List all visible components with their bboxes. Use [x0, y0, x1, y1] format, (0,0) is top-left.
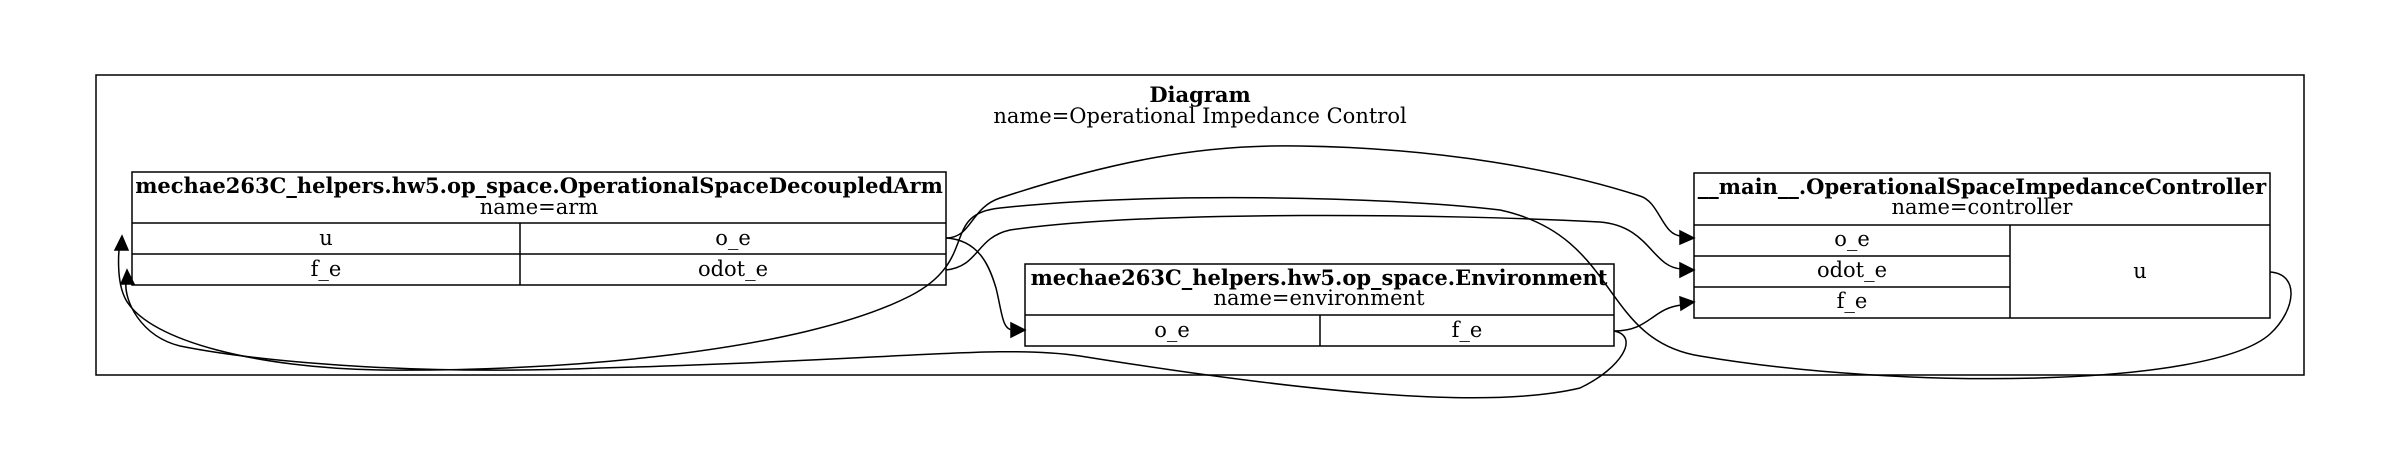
- controller-port-odot_e[interactable]: odot_e: [1817, 258, 1887, 282]
- edge-arm-o_e-to-controller-o_e: [945, 145, 1683, 239]
- edge-arm-o_e-to-environment-o_e: [945, 237, 1014, 331]
- environment-port-o_e[interactable]: o_e: [1154, 318, 1190, 342]
- edge-environment-f_e-to-arm-f_e: [125, 281, 1627, 399]
- arm-block[interactable]: mechae263C_helpers.hw5.op_space.Operatio…: [131, 171, 947, 286]
- controller-class-name: __main__.OperationalSpaceImpedanceContro…: [1698, 174, 2267, 199]
- controller-block[interactable]: __main__.OperationalSpaceImpedanceContro…: [1693, 172, 2271, 319]
- arrowhead-controller-f_e: [1679, 295, 1696, 312]
- arm-port-u[interactable]: u: [319, 226, 333, 250]
- environment-port-f_e[interactable]: f_e: [1452, 318, 1483, 342]
- arrowhead-environment-o_e: [1010, 321, 1027, 339]
- environment-block[interactable]: mechae263C_helpers.hw5.op_space.Environm…: [1024, 263, 1615, 347]
- arm-port-o_e[interactable]: o_e: [715, 226, 751, 250]
- diagram-cluster: [95, 74, 2305, 376]
- environment-name: name=environment: [1213, 286, 1425, 310]
- edge-controller-u-to-arm-u: [117, 196, 2292, 380]
- controller-port-o_e[interactable]: o_e: [1834, 227, 1870, 251]
- arrowhead-arm-f_e: [119, 268, 136, 285]
- diagram-subtitle: name=Operational Impedance Control: [993, 104, 1407, 128]
- edge-environment-f_e-to-controller-f_e: [1613, 304, 1683, 332]
- arm-name: name=arm: [480, 195, 599, 219]
- arrowhead-controller-odot_e: [1679, 261, 1696, 279]
- arm-class-name: mechae263C_helpers.hw5.op_space.Operatio…: [135, 173, 943, 198]
- arm-port-f_e[interactable]: f_e: [311, 257, 342, 281]
- controller-port-f_e[interactable]: f_e: [1837, 289, 1868, 313]
- arm-port-odot_e[interactable]: odot_e: [698, 257, 768, 281]
- environment-class-name: mechae263C_helpers.hw5.op_space.Environm…: [1031, 265, 1608, 290]
- controller-name: name=controller: [1892, 195, 2074, 219]
- edge-arm-odot_e-to-controller-odot_e: [945, 214, 1683, 271]
- diagram-title: Diagram: [1149, 82, 1250, 107]
- arrowhead-controller-o_e: [1679, 229, 1696, 246]
- arrowhead-arm-u: [113, 234, 130, 251]
- controller-port-u[interactable]: u: [2133, 259, 2147, 283]
